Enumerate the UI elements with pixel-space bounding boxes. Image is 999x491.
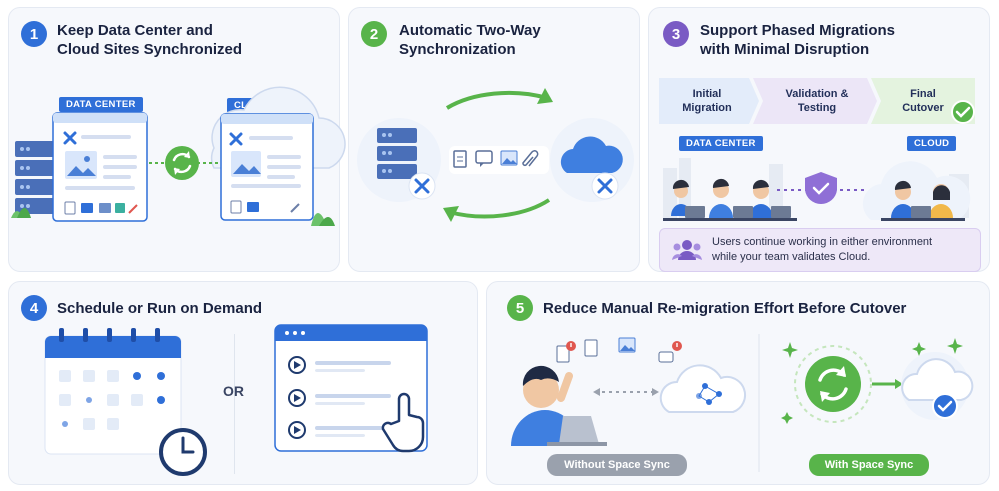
panel-2-title-line2: Synchronization — [399, 41, 516, 58]
panel-1: 1 Keep Data Center and Cloud Sites Synch… — [8, 7, 346, 272]
alert-icon — [672, 341, 682, 351]
panel-1-title-line2: Cloud Sites Synchronized — [57, 41, 243, 58]
server-icon — [15, 141, 57, 214]
play-icon — [288, 389, 306, 407]
panel-1-illustration — [11, 86, 346, 226]
hand-cursor-icon — [381, 392, 425, 453]
users-icon — [881, 180, 965, 221]
stage-validation: Validation &Testing — [785, 88, 849, 114]
panel-4: 4 Schedule or Run on Demand OR — [8, 281, 478, 485]
data-center-window — [52, 112, 148, 222]
info-text: Users continue working in either environ… — [712, 236, 933, 263]
shield-check-icon — [805, 172, 837, 205]
users-icon — [672, 240, 702, 260]
plant-icon — [11, 208, 31, 218]
data-center-tag: DATA CENTER — [679, 136, 763, 151]
play-icon — [288, 356, 306, 374]
cloud-tag: CLOUD — [907, 136, 957, 151]
sync-arrow-bottom — [448, 198, 551, 219]
confluence-x-icon — [408, 172, 436, 200]
document-icon — [556, 345, 570, 363]
info-box: Users continue working in either environ… — [659, 228, 981, 272]
panel-3-title-line1: Support Phased Migrations — [700, 22, 896, 39]
phase-arrows — [659, 78, 975, 124]
cloud-icon — [560, 136, 623, 173]
alert-icon — [566, 341, 576, 351]
panel-1-title: Keep Data Center and Cloud Sites Synchro… — [57, 21, 242, 59]
panel-4-title: Schedule or Run on Demand — [57, 300, 263, 317]
cloud-window — [220, 113, 314, 221]
panel-2: 2 Automatic Two-Way Synchronization — [348, 7, 640, 272]
cloud-icon — [659, 364, 746, 413]
document-icon — [584, 339, 598, 357]
or-label: OR — [223, 383, 244, 399]
paperclip-icon — [522, 150, 539, 167]
server-icon — [377, 128, 417, 179]
stressed-user-illustration — [511, 365, 607, 446]
panel-3: 3 Support Phased Migrations with Minimal… — [648, 7, 990, 272]
step-number-4: 4 — [21, 295, 47, 321]
check-icon — [932, 393, 958, 419]
panel-2-title: Automatic Two-Way Synchronization — [399, 21, 541, 59]
data-center-tag: DATA CENTER — [59, 97, 143, 112]
panel-3-title-line2: with Minimal Disruption — [700, 41, 870, 58]
document-icon — [453, 150, 467, 168]
plant-icon — [311, 213, 335, 226]
sync-arrow-top — [445, 90, 548, 110]
calendar-icon — [44, 328, 207, 476]
panel-5: 5 Reduce Manual Re-migration Effort Befo… — [486, 281, 990, 485]
run-queue-window — [274, 324, 428, 453]
step-number-1: 1 — [21, 21, 47, 47]
panel-5-title: Reduce Manual Re-migration Effort Before… — [543, 300, 907, 317]
step-number-2: 2 — [361, 21, 387, 47]
image-icon — [500, 150, 518, 166]
chat-icon — [475, 150, 493, 167]
panel-3-title: Support Phased Migrations with Minimal D… — [700, 21, 895, 59]
panel-2-illustration — [357, 88, 634, 222]
panel-1-title-line1: Keep Data Center and — [57, 22, 213, 39]
check-icon — [951, 100, 975, 124]
image-icon — [618, 337, 636, 353]
sync-icon — [805, 356, 861, 412]
step-number-3: 3 — [663, 21, 689, 47]
divider — [234, 334, 235, 474]
confluence-x-icon — [591, 172, 619, 200]
users-icon — [663, 178, 797, 221]
panel-3-illustration — [663, 100, 975, 221]
clock-icon — [159, 428, 207, 476]
panel-2-title-line1: Automatic Two-Way — [399, 22, 541, 39]
step-number-5: 5 — [507, 295, 533, 321]
panel-5-illustration — [511, 334, 974, 472]
without-space-sync-pill: Without Space Sync — [547, 454, 687, 476]
with-space-sync-pill: With Space Sync — [809, 454, 929, 476]
sync-icon — [165, 146, 199, 180]
chat-icon — [658, 351, 674, 363]
play-icon — [288, 421, 306, 439]
